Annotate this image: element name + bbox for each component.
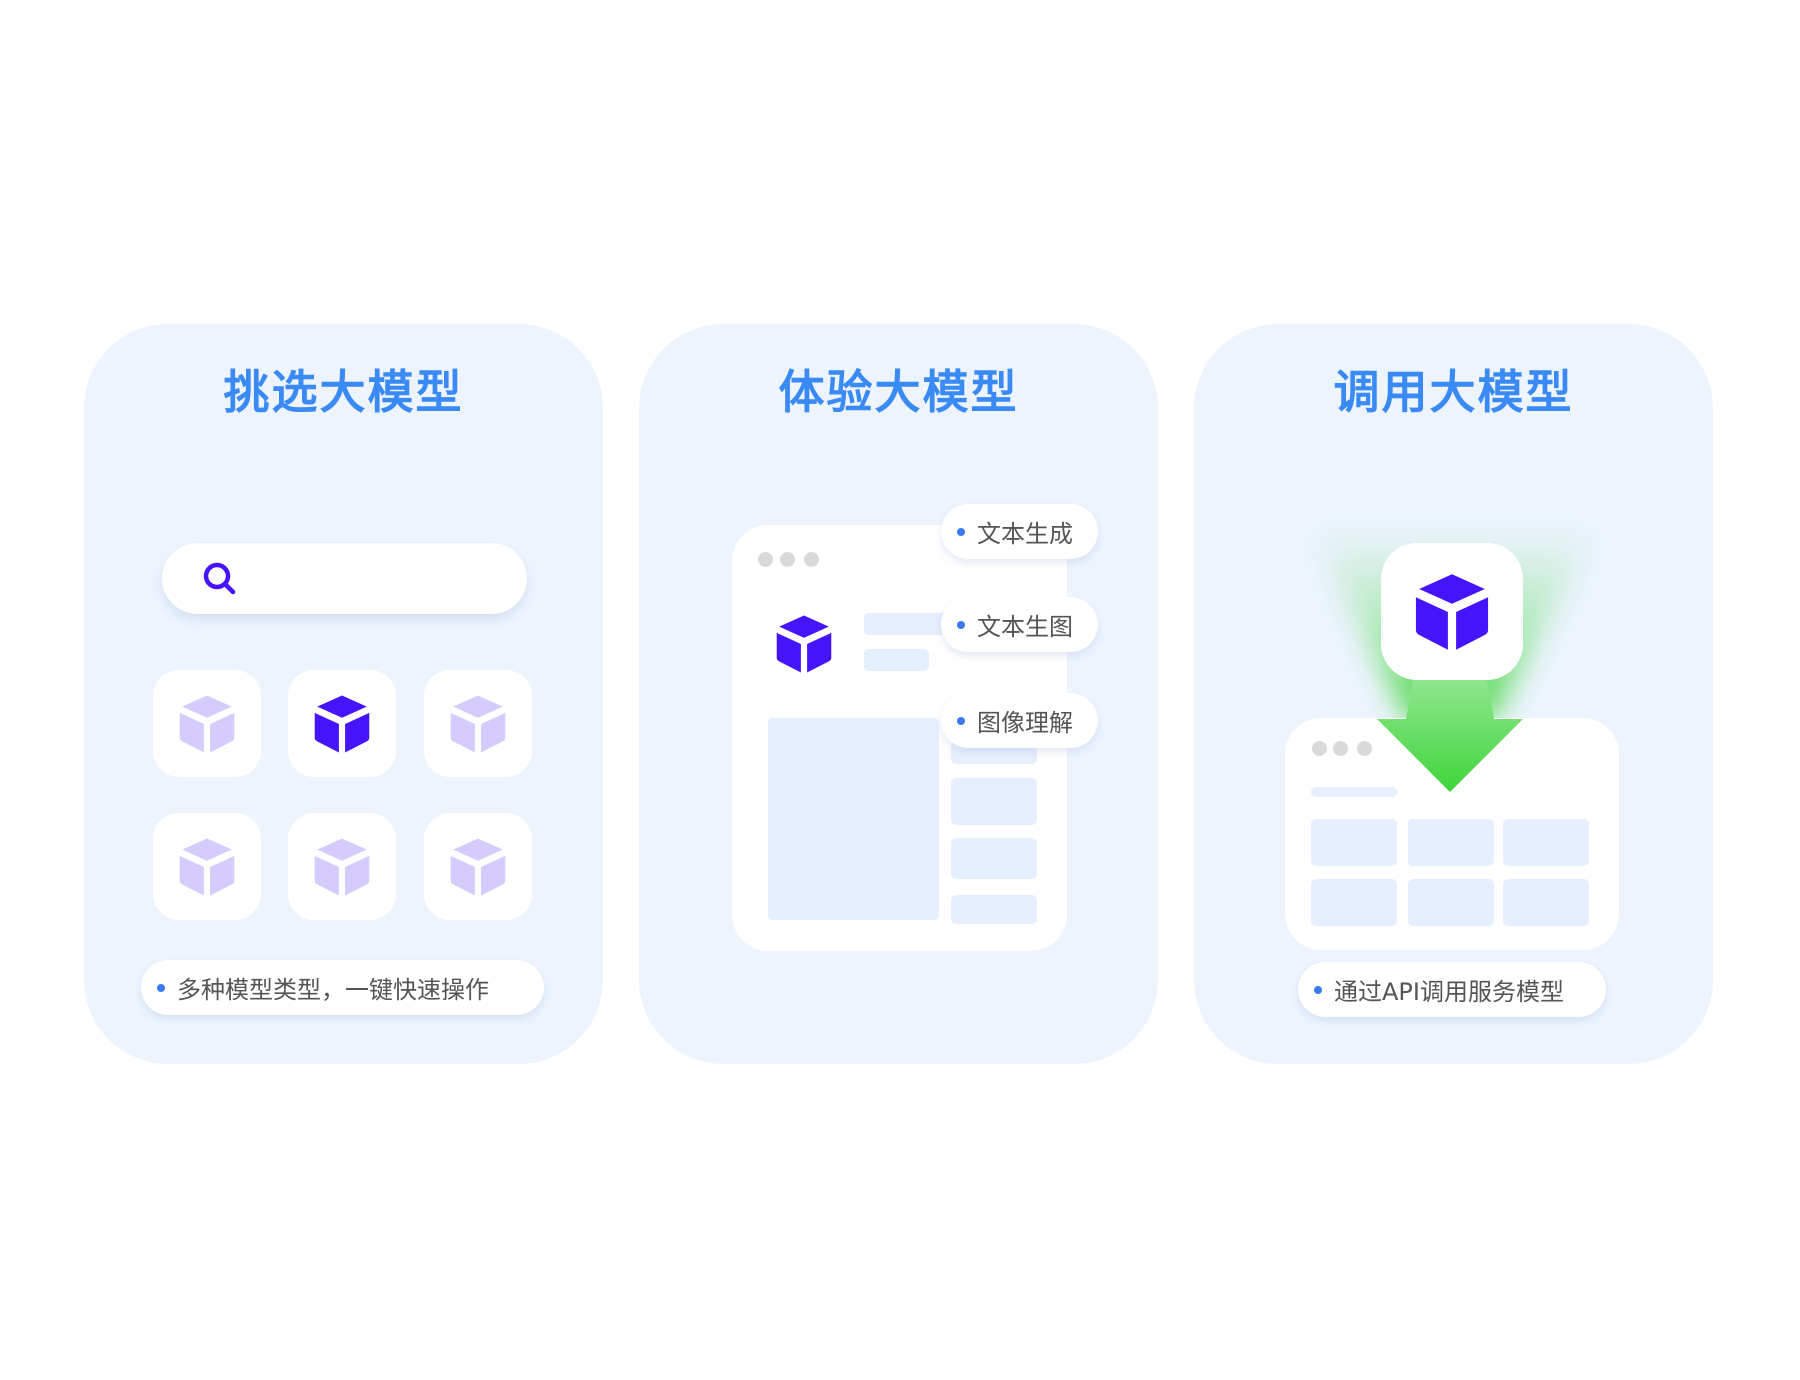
- caption-pill: 多种模型类型，一键快速操作: [141, 960, 544, 1015]
- bullet-icon: [957, 620, 965, 629]
- bullet-icon: [957, 716, 965, 725]
- feature-pill-image-understanding[interactable]: 图像理解: [941, 693, 1098, 748]
- placeholder-block: [1408, 879, 1494, 926]
- cube-icon: [447, 691, 509, 757]
- cube-icon: [773, 611, 835, 677]
- window-dot: [1312, 741, 1327, 756]
- placeholder-block: [1503, 879, 1589, 926]
- cube-icon: [176, 691, 238, 757]
- feature-pill-text-to-image[interactable]: 文本生图: [941, 597, 1098, 652]
- card-title: 体验大模型: [778, 365, 1019, 419]
- model-tile[interactable]: [153, 813, 261, 920]
- placeholder-block: [1503, 819, 1589, 866]
- window-dot: [804, 552, 819, 567]
- feature-pill-text-generation[interactable]: 文本生成: [941, 504, 1098, 559]
- placeholder-block: [1408, 819, 1494, 866]
- feature-label: 文本生图: [977, 613, 1073, 641]
- cube-icon: [176, 834, 238, 900]
- bullet-icon: [157, 983, 165, 992]
- model-tile[interactable]: [288, 813, 396, 920]
- caption-pill: 通过API调用服务模型: [1298, 962, 1606, 1017]
- window-dot: [758, 552, 773, 567]
- placeholder-block: [951, 838, 1037, 879]
- caption-text: 多种模型类型，一键快速操作: [177, 976, 489, 1004]
- cube-icon: [447, 834, 509, 900]
- cube-icon: [1411, 569, 1493, 655]
- model-tile[interactable]: [424, 813, 532, 920]
- card-select-model: 挑选大模型 多种模型类型，一键快速操作: [84, 324, 603, 1064]
- placeholder-block: [951, 895, 1037, 924]
- window-dot: [1333, 741, 1348, 756]
- cube-icon: [311, 691, 373, 757]
- model-icon-tile: [1381, 543, 1523, 680]
- placeholder-bar: [1311, 787, 1397, 797]
- caption-text: 通过API调用服务模型: [1334, 978, 1564, 1006]
- model-tile[interactable]: [153, 670, 261, 777]
- placeholder-block: [951, 778, 1037, 825]
- model-tile[interactable]: [424, 670, 532, 777]
- arrow-down-icon: [1377, 664, 1523, 792]
- feature-label: 图像理解: [977, 709, 1073, 737]
- cube-icon: [311, 834, 373, 900]
- card-experience-model: 体验大模型 文本生成 文本生图 图像理解: [639, 324, 1158, 1064]
- api-window-mock: [1285, 718, 1619, 950]
- window-dot: [780, 552, 795, 567]
- app-window-mock: [732, 525, 1067, 951]
- card-title: 调用大模型: [1333, 365, 1574, 419]
- search-input[interactable]: [162, 543, 527, 614]
- placeholder-block: [1311, 819, 1397, 866]
- placeholder-block: [768, 718, 939, 920]
- card-call-model: 调用大模型: [1194, 324, 1713, 1064]
- placeholder-block: [1311, 879, 1397, 926]
- search-icon: [203, 562, 236, 595]
- window-dot: [1357, 741, 1372, 756]
- bullet-icon: [1314, 985, 1322, 994]
- card-title: 挑选大模型: [223, 365, 464, 419]
- placeholder-bar: [864, 613, 954, 635]
- placeholder-bar: [864, 649, 929, 671]
- bullet-icon: [957, 527, 965, 536]
- model-tile-selected[interactable]: [288, 670, 396, 777]
- feature-label: 文本生成: [977, 520, 1073, 548]
